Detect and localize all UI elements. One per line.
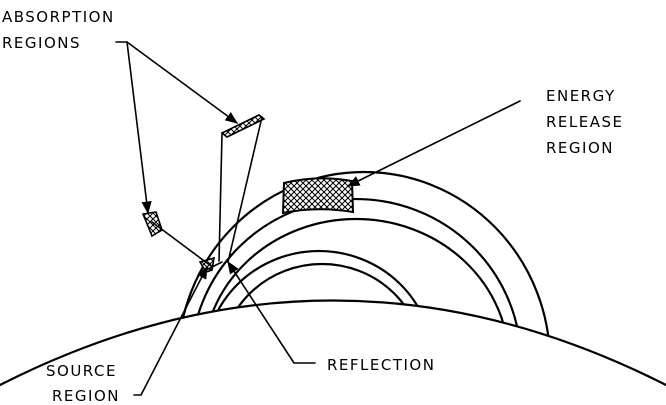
energy-release-label-line1: ENERGY [546,87,616,105]
ray-path-left [152,222,211,266]
ray-paths [152,117,262,270]
absorption-regions-label-line2: REGIONS [2,34,81,52]
source-region-label-line1: SOURCE [46,362,117,380]
absorption-region-left [143,212,162,236]
energy-release-label-line2: RELEASE [546,113,624,131]
absorption-arrow-to-left-region [127,42,148,213]
source-region-label-line2: REGION [52,387,120,405]
energy-arrow [348,101,520,186]
hatched-regions [143,115,353,272]
absorption-regions-label-line1: ABSORPTION [2,8,115,26]
absorption-arrow-to-upper-region [127,42,237,123]
energy-release-label-line3: REGION [546,139,614,157]
energy-release-region [283,178,353,213]
reflection-label: REFLECTION [327,356,435,374]
